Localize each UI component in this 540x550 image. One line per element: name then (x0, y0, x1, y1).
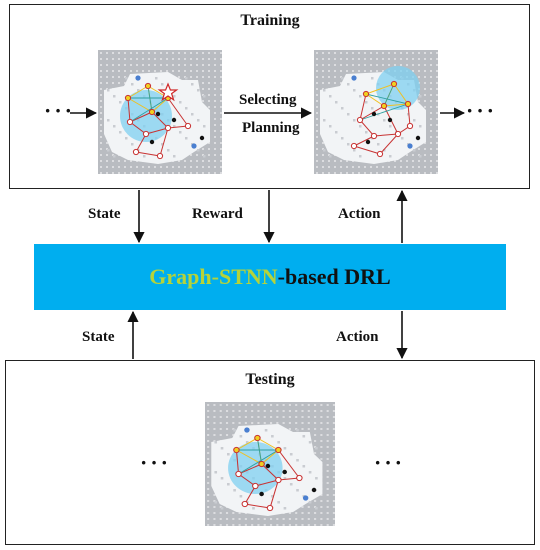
reward-down-label: Reward (192, 206, 243, 222)
drl-title-rest: -based DRL (277, 264, 391, 289)
training-title: Training (240, 12, 300, 29)
training-map-after (314, 50, 438, 174)
testing-map (205, 402, 335, 526)
action-down-label: Action (336, 329, 379, 345)
training-map-before (98, 50, 222, 174)
state-down-label: State (88, 206, 121, 222)
selecting-label: Selecting (239, 92, 297, 108)
testing-title: Testing (245, 371, 295, 388)
action-up-label: Action (338, 206, 381, 222)
planning-label: Planning (242, 120, 300, 136)
drl-module-box: Graph-STNN-based DRL (34, 244, 506, 310)
training-panel (9, 4, 530, 189)
training-left-ellipsis: ··· (44, 98, 76, 123)
drl-title: Graph-STNN-based DRL (149, 264, 390, 290)
state-up-label: State (82, 329, 115, 345)
testing-right-ellipsis: ··· (374, 450, 406, 475)
testing-left-ellipsis: ··· (140, 450, 172, 475)
drl-title-highlight: Graph-STNN (149, 264, 278, 289)
training-right-ellipsis: ··· (466, 98, 498, 123)
